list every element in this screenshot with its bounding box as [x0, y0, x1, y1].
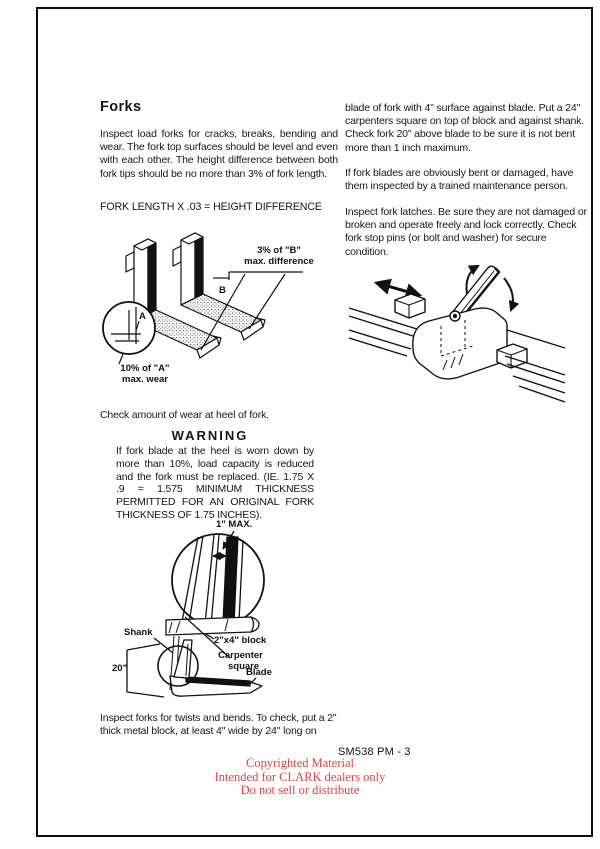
figure1-a-wear-label: 10% of "A" max. wear: [120, 363, 170, 385]
copyright-line-1: Copyrighted Material: [246, 756, 354, 770]
figure1-b-diff-label: 3% of "B" max. difference: [244, 245, 314, 267]
figure2-max-label: 1" MAX.: [216, 519, 253, 530]
intro-paragraph: Inspect load forks for cracks, breaks, b…: [100, 128, 338, 180]
double-arrow-icon: [373, 278, 423, 300]
right-paragraph-1: blade of fork with 4" surface against bl…: [345, 102, 585, 154]
figure-fork-wear: 3% of "B" max. difference B A 10% of "A"…: [95, 228, 327, 408]
page-number: SM538 PM - 3: [338, 746, 411, 758]
formula-text: FORK LENGTH X .03 = HEIGHT DIFFERENCE: [100, 201, 322, 213]
figure2-blade-label: Blade: [246, 667, 272, 678]
copyright-notice: Copyrighted Material Intended for CLARK …: [170, 756, 430, 798]
page-title: Forks: [100, 99, 142, 115]
right-paragraph-3: Inspect fork latches. Be sure they are n…: [345, 206, 587, 258]
check-wear-text: Check amount of wear at heel of fork.: [100, 409, 269, 421]
copyright-line-3: Do not sell or distribute: [240, 783, 360, 797]
figure2-square-label: Carpenter square: [218, 650, 263, 672]
figure2-shank-label: Shank: [124, 627, 153, 638]
figure-fork-bend-check: 1" MAX. 2"x4" block Carpenter square Sha…: [110, 519, 342, 712]
figure2-block-label: 2"x4" block: [214, 635, 267, 646]
bottom-paragraph: Inspect forks for twists and bends. To c…: [100, 712, 337, 738]
figure-fork-latch: [347, 252, 567, 410]
figure2-20in-label: 20": [112, 663, 128, 674]
warning-paragraph: If fork blade at the heel is worn down b…: [116, 445, 314, 521]
warning-title: WARNING: [171, 428, 249, 443]
figure1-b-label: B: [219, 285, 226, 296]
fork-bend-illustration: [126, 530, 265, 698]
fork-latch-illustration: [348, 264, 566, 403]
figure1-a-label: A: [139, 311, 146, 322]
copyright-line-2: Intended for CLARK dealers only: [214, 769, 386, 784]
right-paragraph-2: If fork blades are obviously bent or dam…: [345, 167, 574, 193]
fork-wear-illustration: [102, 232, 303, 365]
